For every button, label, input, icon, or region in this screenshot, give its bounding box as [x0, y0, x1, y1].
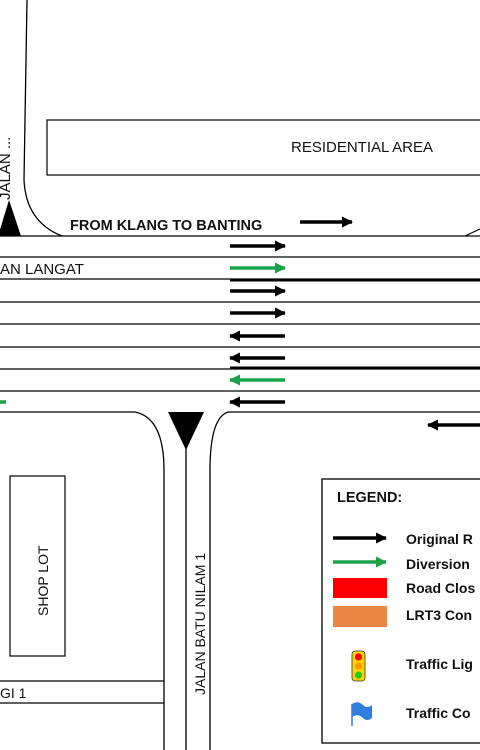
main-road-lanes: [0, 228, 480, 413]
side-road-edges: [134, 411, 229, 750]
blue-flag-icon: [351, 702, 372, 726]
legend-title: LEGEND:: [337, 490, 402, 506]
residential-area-label: RESIDENTIAL AREA: [291, 139, 433, 156]
legend-item-diversion: Diversion: [406, 556, 470, 572]
red-box-icon: [333, 578, 387, 598]
top-left-road: [23, 0, 63, 237]
road-top-left-label: JALAN ...: [0, 137, 14, 200]
legend-item-traffic-control: Traffic Co: [406, 705, 471, 721]
side-road-triangle-marker: [168, 412, 204, 450]
bottom-left-road-label: GI 1: [0, 685, 27, 701]
shop-lot-block: [9, 475, 66, 657]
orange-box-icon: [333, 606, 387, 627]
legend: LEGEND: Original R Diversion Road Clos L…: [321, 478, 480, 744]
direction-label: FROM KLANG TO BANTING: [70, 218, 262, 234]
lane-arrows: [228, 240, 287, 408]
side-road-label: JALAN BATU NILAM 1: [192, 553, 208, 695]
legend-item-original-route: Original R: [406, 531, 473, 547]
residential-area-block: [46, 119, 480, 176]
main-road-label: AN LANGAT: [0, 261, 84, 278]
legend-item-lrt3: LRT3 Con: [406, 607, 472, 623]
bottom-left-road: [0, 680, 164, 704]
top-left-triangle-marker: [0, 200, 21, 236]
traffic-light-icon: [351, 650, 366, 682]
legend-item-traffic-light: Traffic Lig: [406, 656, 473, 672]
top-left-road-label: JALAN ...: [0, 137, 14, 200]
shop-lot-label: SHOP LOT: [35, 545, 51, 616]
legend-item-road-closure: Road Clos: [406, 580, 475, 596]
